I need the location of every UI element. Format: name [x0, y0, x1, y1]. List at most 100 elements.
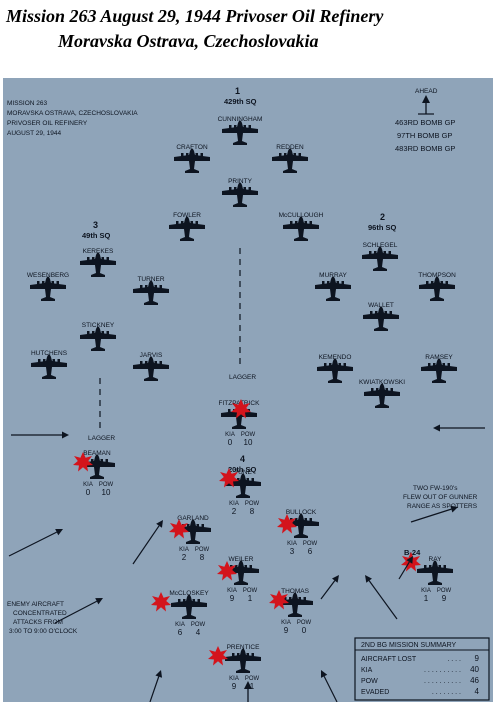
- aircraft: PRINTY: [222, 178, 258, 207]
- aircraft-label: TUNE: [234, 469, 252, 476]
- aircraft: FOWLER: [169, 212, 205, 241]
- enemy-note-line: 3:00 TO 9:00 O'CLOCK: [9, 628, 78, 635]
- aircraft: CUNNINGHAM: [218, 116, 263, 145]
- bomber-icon: [362, 246, 398, 271]
- kia-label: KIA: [421, 588, 431, 594]
- pow-label: POW: [437, 588, 452, 594]
- kia-label: KIA: [287, 541, 297, 547]
- summary-row-label: AIRCRAFT LOST: [361, 656, 417, 663]
- fw190-note: TWO FW-190's FLEW OUT OF GUNNER RANGE AS…: [403, 485, 478, 510]
- aircraft-label: RAY: [429, 556, 443, 563]
- bomber-icon: [80, 326, 116, 351]
- aircraft-label: CUNNINGHAM: [218, 116, 263, 123]
- summary-row-dots: . . . . . . . . . .: [424, 678, 461, 685]
- kia-label: KIA: [227, 588, 237, 594]
- pow-label: POW: [99, 482, 114, 488]
- pow-label: POW: [297, 620, 312, 626]
- attack-arrows: [8, 424, 485, 702]
- pow-value: 8: [250, 507, 255, 516]
- pow-value: 6: [308, 547, 313, 556]
- kia-label: KIA: [225, 432, 235, 438]
- squadron-2-number: 2: [380, 212, 385, 222]
- aircraft-label: MURRAY: [319, 272, 347, 279]
- aircraft-label: STICKNEY: [82, 322, 115, 329]
- pow-label: POW: [245, 676, 260, 682]
- board-header-line: MISSION 263: [7, 100, 47, 107]
- fw190-note-line: RANGE AS SPOTTERS: [407, 503, 478, 510]
- squadron-1-name: 429th SQ: [224, 97, 257, 106]
- bomber-icon: [133, 280, 169, 305]
- attack-arrow-icon: [54, 598, 103, 624]
- pow-label: POW: [243, 588, 258, 594]
- aircraft-label: BULLOCK: [286, 509, 317, 516]
- fw190-note-line: FLEW OUT OF GUNNER: [403, 494, 478, 501]
- ahead-group: 97TH BOMB GP: [397, 131, 452, 140]
- bomber-icon: [364, 383, 400, 408]
- aircraft-label: PRINTY: [228, 178, 253, 185]
- enemy-note: ENEMY AIRCRAFT CONCENTRATED ATTACKS FROM…: [7, 601, 78, 635]
- kia-label: KIA: [229, 501, 239, 507]
- aircraft: KEMENDO: [317, 354, 353, 383]
- attack-arrow-icon: [321, 670, 338, 702]
- pow-value: 1: [250, 682, 255, 691]
- bomber-icon: [169, 216, 205, 241]
- formation-tail-arrowhead-icon: [244, 681, 252, 689]
- title-area: Mission 263 August 29, 1944 Privoser Oil…: [0, 0, 495, 70]
- aircraft: THOMPSON: [418, 272, 456, 301]
- pow-label: POW: [241, 432, 256, 438]
- summary-row-value: 46: [470, 676, 479, 685]
- bomber-icon: [30, 276, 66, 301]
- aircraft: JARVIS: [133, 352, 169, 381]
- summary-row-dots: . . . . . . . .: [432, 689, 461, 696]
- squadron-1-number: 1: [235, 86, 240, 96]
- attack-arrow-icon: [132, 520, 163, 565]
- bomber-icon: [283, 216, 319, 241]
- attack-arrow-icon: [149, 670, 163, 702]
- aircraft-label: THOMAS: [281, 588, 309, 595]
- aircraft-label: KWIATKOWSKI: [359, 379, 405, 386]
- aircraft-label: THOMPSON: [418, 272, 456, 279]
- attack-arrow-icon: [433, 424, 485, 432]
- aircraft: HUTCHENS: [31, 350, 68, 379]
- fw190-note-line: TWO FW-190's: [413, 485, 458, 492]
- attack-arrow-icon: [365, 575, 398, 620]
- aircraft: KEREKES: [80, 248, 116, 277]
- aircraft: WALLET: [363, 302, 399, 331]
- bomber-icon: [133, 356, 169, 381]
- summary-row-value: 9: [475, 654, 480, 663]
- aircraft: FITZPATRICKKIAPOW010: [219, 399, 260, 447]
- aircraft-label: RAMSEY: [425, 354, 453, 361]
- ahead-group: 463RD BOMB GP: [395, 118, 455, 127]
- enemy-note-line: ATTACKS FROM: [13, 619, 63, 626]
- lagger-label: LAGGER: [88, 435, 115, 442]
- squadron-3-number: 3: [93, 220, 98, 230]
- summary-row-value: 40: [470, 665, 479, 674]
- bomber-icon: [417, 560, 453, 585]
- pow-value: 10: [102, 488, 111, 497]
- kia-value: 9: [232, 682, 237, 691]
- aircraft-label: McCULLOUGH: [279, 212, 324, 219]
- kia-value: 9: [284, 626, 289, 635]
- kia-label: KIA: [179, 547, 189, 553]
- aircraft: McCULLOUGH: [279, 212, 324, 241]
- pow-value: 1: [248, 594, 253, 603]
- aircraft-label: KEREKES: [83, 248, 114, 255]
- kia-value: 1: [424, 594, 429, 603]
- ahead-label: AHEAD: [415, 88, 438, 95]
- aircraft-label: PRENTICE: [227, 644, 261, 651]
- aircraft-label: KEMENDO: [319, 354, 352, 361]
- pow-value: 4: [196, 628, 201, 637]
- aircraft-label: FOWLER: [173, 212, 201, 219]
- ahead-block: AHEAD 463RD BOMB GP 97TH BOMB GP 483RD B…: [395, 88, 455, 153]
- mission-title-line-1: Mission 263 August 29, 1944 Privoser Oil…: [6, 6, 384, 26]
- aircraft-label: McCLOSKEY: [169, 590, 209, 597]
- squadron-3-name: 49th SQ: [82, 231, 111, 240]
- aircraft: STICKNEY: [80, 322, 116, 351]
- mission-summary-box: 2ND BG MISSION SUMMARY AIRCRAFT LOST . .…: [354, 637, 490, 701]
- attack-arrow-icon: [11, 431, 69, 439]
- summary-title: 2ND BG MISSION SUMMARY: [361, 642, 456, 649]
